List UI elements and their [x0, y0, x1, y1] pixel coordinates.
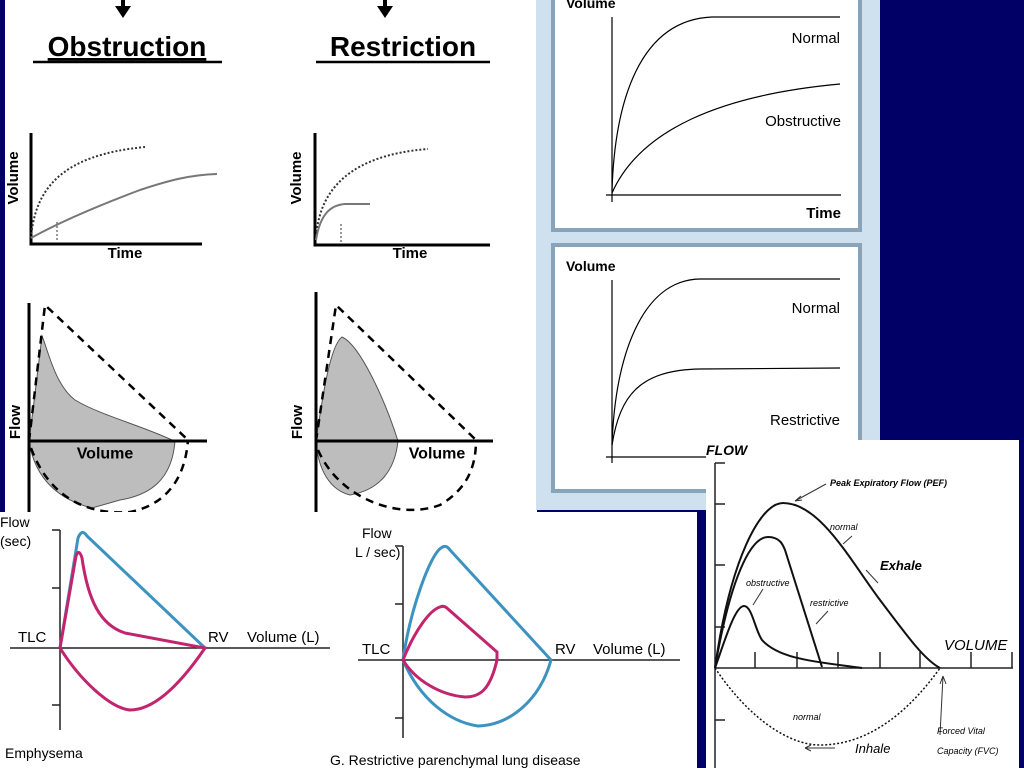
- normal-curve: [30, 146, 146, 239]
- flow-volume-obstruction: Volume Flow: [7, 302, 207, 512]
- flow-axis-label: FLOW: [706, 442, 749, 458]
- rv-label: RV: [208, 629, 229, 646]
- normal-label: Normal: [792, 300, 840, 317]
- obstructive-curve: [714, 604, 863, 669]
- normal-exhale-curve: [714, 501, 941, 669]
- obstructive-curve: [611, 83, 841, 194]
- restriction-title: Restriction: [330, 31, 476, 62]
- flow-label: Flow: [289, 405, 306, 439]
- flow-label: Flow: [7, 405, 24, 439]
- normal-curve: [611, 278, 840, 446]
- normal-loop: [58, 531, 207, 650]
- loop-restrictive: Flow L / sec) TLC RV Volume (L) G. Restr…: [330, 525, 680, 768]
- time-label: Time: [393, 245, 428, 262]
- volume-label: Volume: [5, 151, 22, 204]
- inhale-label: Inhale: [855, 741, 890, 756]
- normal-inhale-curve: [714, 667, 941, 746]
- spirogram-restrictive: Volume Normal Restrictive: [566, 258, 841, 463]
- normal-loop: [401, 544, 553, 728]
- axes: [27, 303, 207, 512]
- fvc-label-line1: Forced Vital: [937, 726, 986, 736]
- caption: G. Restrictive parenchymal lung disease: [330, 752, 581, 768]
- y-label: Volume: [566, 258, 616, 274]
- axes: [29, 133, 202, 246]
- restrictive-label: restrictive: [810, 598, 849, 608]
- panel-flow-volume-annotated: FLOW VOLUME Peak Expiratory Flow (PEF) n…: [706, 440, 1019, 768]
- spirogram-restriction: Volume Time: [288, 133, 490, 262]
- axes: [714, 462, 1013, 768]
- axes: [313, 133, 490, 247]
- loop-emphysema: Flow (sec) TLC RV Volume (L) Emphysema: [0, 514, 330, 761]
- annotation-arrows: [752, 483, 947, 752]
- restrictive-loop: [315, 336, 399, 496]
- time-label: Time: [108, 245, 143, 262]
- normal-loop-dashed: [314, 302, 477, 442]
- axes: [10, 529, 330, 730]
- arrow-down-icon: [115, 0, 131, 18]
- tlc-label: TLC: [362, 641, 391, 658]
- volume-label: Volume: [288, 151, 305, 204]
- restrictive-loop: [401, 604, 499, 699]
- normal-label: Normal: [792, 30, 840, 47]
- exhale-label: Exhale: [880, 558, 922, 573]
- rv-label: RV: [555, 641, 576, 658]
- restrictive-label: Restrictive: [770, 412, 840, 429]
- emphysema-loop: [58, 551, 208, 712]
- normal-exhale-label: normal: [830, 522, 859, 532]
- panel-flow-volume-loops: Flow (sec) TLC RV Volume (L) Emphysema F…: [0, 512, 697, 768]
- restrictive-curve: [315, 203, 370, 241]
- normal-inhale-label: normal: [793, 712, 822, 722]
- flow-label: Flow: [362, 525, 392, 541]
- flow-label: Flow: [0, 514, 30, 530]
- spirogram-obstruction: Volume Time: [5, 133, 218, 262]
- flow-volume-restriction: Volume Flow: [289, 292, 493, 512]
- volume-axis-label: VOLUME: [944, 637, 1008, 654]
- arrow-down-icon: [377, 0, 393, 18]
- spirogram-obstructive: Volume Normal Obstructive Time: [566, 0, 841, 222]
- axes: [358, 545, 680, 738]
- flow-unit-label: (sec): [0, 533, 31, 549]
- panel-spirograms: Volume Normal Obstructive Time Volume No…: [536, 0, 880, 510]
- fvc-label-line2: Capacity (FVC): [937, 746, 999, 756]
- axes: [314, 292, 493, 512]
- obstruction-title: Obstruction: [48, 31, 207, 62]
- restrictive-curve: [611, 367, 841, 446]
- volume-label: Volume (L): [247, 629, 320, 646]
- pef-label: Peak Expiratory Flow (PEF): [830, 478, 947, 488]
- obstructive-label: obstructive: [746, 578, 790, 588]
- time-label: Time: [806, 205, 841, 222]
- obstructive-label: Obstructive: [765, 113, 841, 130]
- normal-loop-dashed: [27, 302, 189, 442]
- volume-axis-label: Volume: [77, 445, 134, 462]
- y-label: Volume: [566, 0, 616, 11]
- normal-curve: [611, 16, 840, 191]
- normal-curve: [315, 148, 429, 241]
- caption: Emphysema: [5, 745, 83, 761]
- volume-label: Volume (L): [593, 641, 666, 658]
- axes: [606, 17, 841, 202]
- obstructive-curve: [30, 173, 218, 239]
- flow-unit-label: L / sec): [355, 544, 400, 560]
- restrictive-curve: [714, 535, 823, 669]
- tlc-label: TLC: [18, 629, 47, 646]
- panel-obstruction-restriction: Obstruction Restriction Volume Time Volu…: [5, 0, 537, 512]
- volume-axis-label: Volume: [409, 445, 466, 462]
- frame-top: [551, 0, 862, 232]
